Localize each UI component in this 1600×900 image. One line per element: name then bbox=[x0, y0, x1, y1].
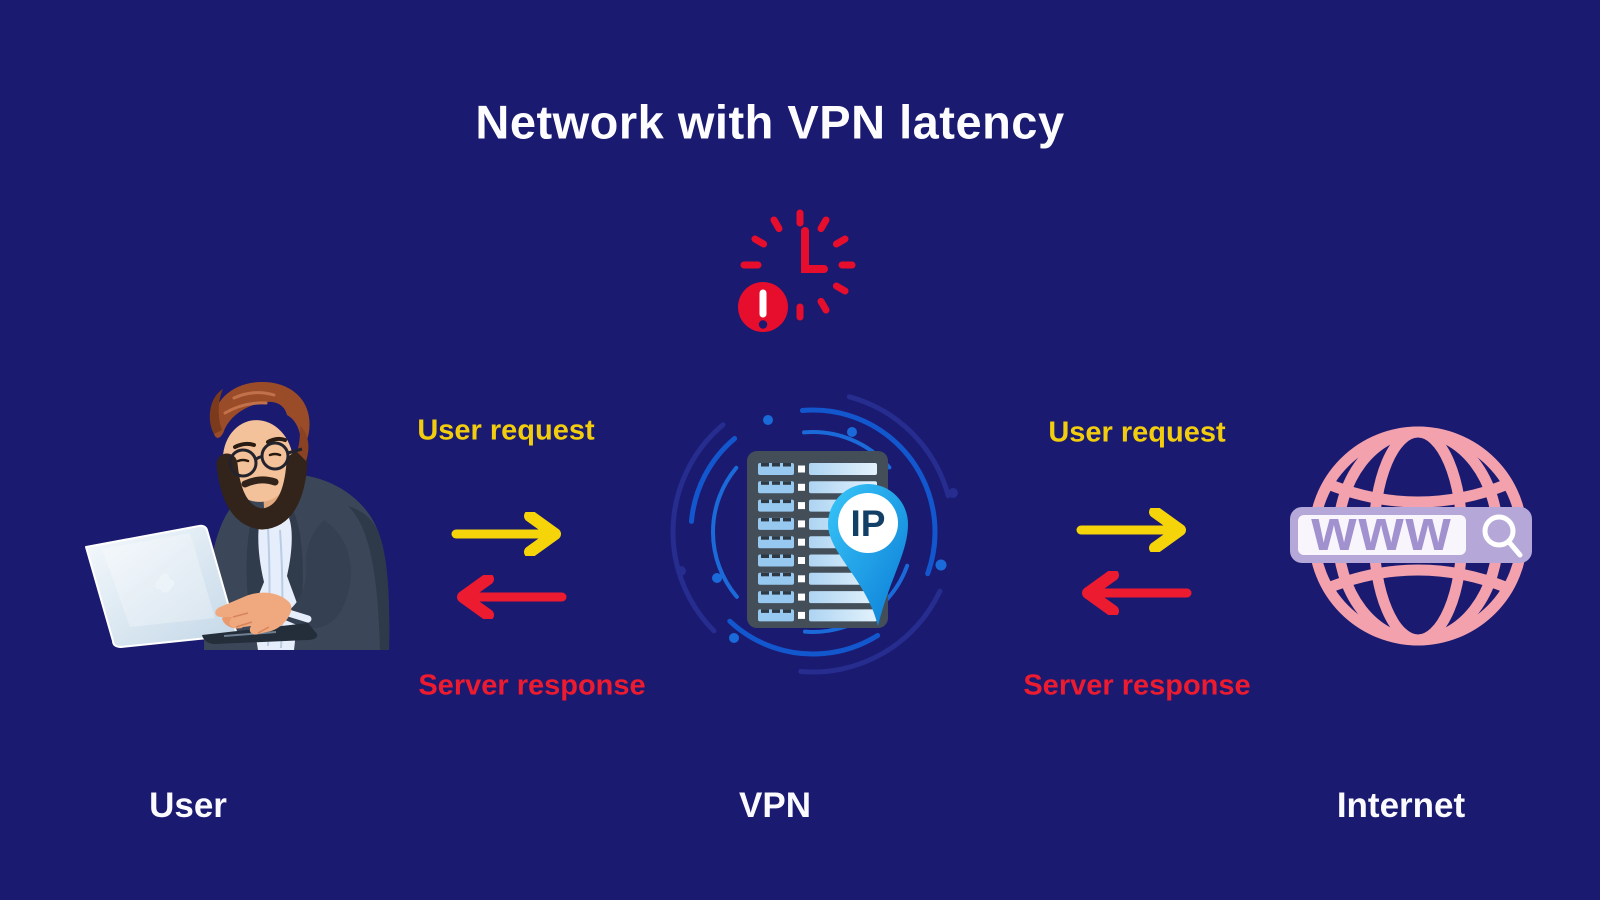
latency-clock-icon bbox=[738, 209, 856, 332]
internet-globe-icon: www bbox=[1290, 426, 1532, 646]
diagram-title: Network with VPN latency bbox=[475, 95, 1065, 149]
glasses bbox=[228, 441, 303, 478]
ip-pin-icon: IP bbox=[828, 484, 908, 626]
hands bbox=[215, 592, 292, 635]
ip-pin-label: IP bbox=[851, 503, 886, 544]
request-arrow-right bbox=[1076, 508, 1186, 552]
vpn-server-icon: IP bbox=[670, 389, 958, 675]
flow-label-request-left: User request bbox=[417, 414, 595, 447]
flow-label-response-left: Server response bbox=[418, 669, 646, 702]
node-label-user: User bbox=[149, 786, 227, 825]
beard bbox=[216, 452, 308, 530]
flow-label-response-right: Server response bbox=[1023, 669, 1251, 702]
search-bar: www bbox=[1290, 498, 1532, 563]
flow-label-request-right: User request bbox=[1048, 416, 1226, 449]
user-illustration bbox=[85, 381, 390, 650]
clock-hands bbox=[801, 227, 828, 273]
search-icon bbox=[1482, 514, 1523, 558]
node-label-internet: Internet bbox=[1336, 786, 1466, 825]
alert-badge-icon bbox=[738, 282, 788, 332]
response-arrow-right bbox=[1082, 571, 1192, 615]
person-figure bbox=[204, 381, 390, 650]
node-label-vpn: VPN bbox=[739, 786, 811, 825]
laptop-logo bbox=[155, 573, 175, 593]
response-arrow-left bbox=[457, 575, 567, 619]
request-arrow-left bbox=[451, 512, 561, 556]
hair bbox=[213, 381, 310, 449]
laptop-icon bbox=[85, 524, 318, 648]
www-text: www bbox=[1310, 498, 1452, 563]
